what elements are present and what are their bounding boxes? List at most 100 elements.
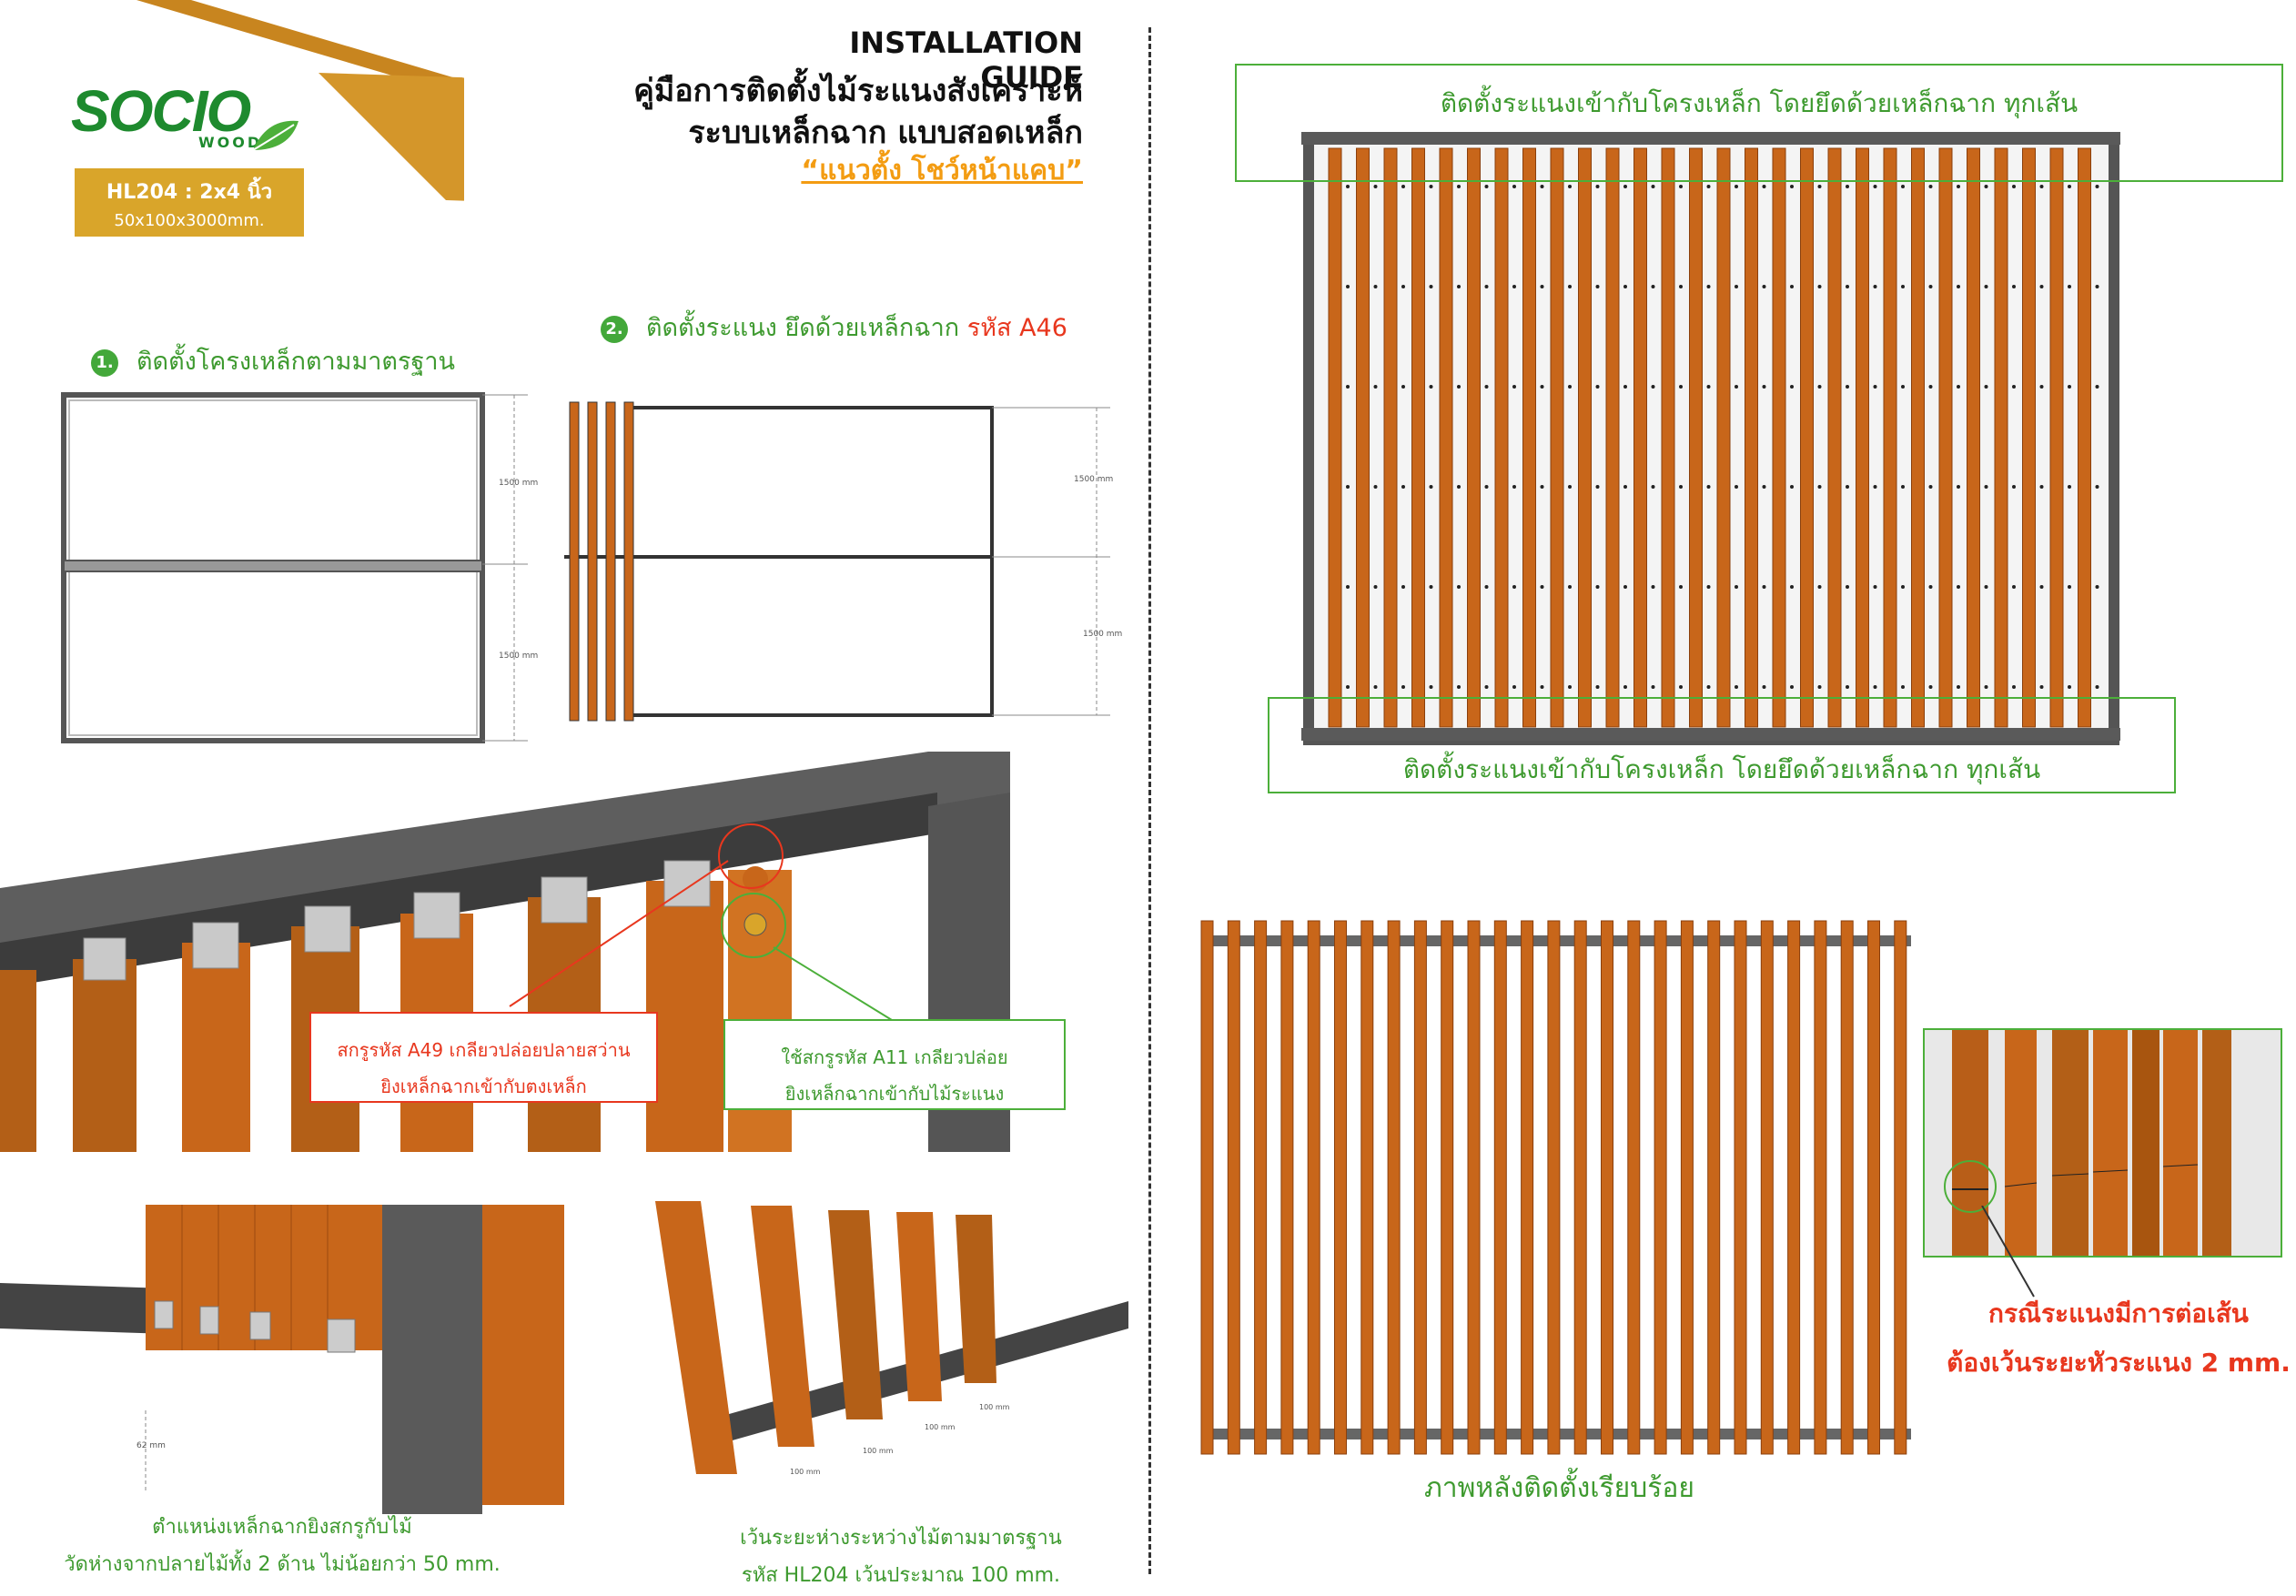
product-code: HL204 : 2x4 นิ้ว [106,181,273,204]
dim-label-4: 1500 mm [1083,630,1123,639]
step-1-text: ติดตั้งโครงเหล็กตามมาตรฐาน [137,348,455,376]
slat-1 [1328,147,1342,728]
caption-spacing: เว้นระยะห่างระหว่างไม้ตามมาตรฐาน รหัส HL… [719,1521,1083,1591]
bottom-note-text: ติดตั้งระแนงเข้ากับโครงเหล็ก โดยยึดด้วยเ… [1402,754,2041,784]
finished-slat-2 [1227,920,1240,1455]
finished-slat-12 [1493,920,1507,1455]
spacing-view [655,1201,1128,1474]
finished-slat-9 [1413,920,1427,1455]
bottom-note-box: ติดตั้งระแนงเข้ากับโครงเหล็ก โดยยึดด้วยเ… [1268,697,2176,793]
red-callout-line1: สกรูรหัส A49 เกลียวปล่อยปลายสว่าน [337,1039,631,1061]
finished-slat-25 [1840,920,1854,1455]
frame-diagram-1 [61,392,528,743]
dim-label-3: 1500 mm [1074,475,1114,484]
slat-13 [1661,147,1675,728]
screw-a49-callout: สกรูรหัส A49 เกลียวปล่อยปลายสว่าน ยิงเหล… [309,1012,658,1103]
dim-label-2: 1500 mm [499,652,539,661]
logo-brand: SOCIO [71,78,251,144]
joint-detail-box [1923,1028,2282,1258]
finished-slat-13 [1521,920,1534,1455]
dim-62mm: 62 mm [137,1441,166,1450]
slat-11 [1605,147,1620,728]
logo-sub: WOOD [198,134,263,151]
joint-detail-image [1944,1030,2231,1256]
finished-slat-19 [1680,920,1694,1455]
joint-note-line2: ต้องเว้นระยะหัวระแนง 2 mm. [1947,1348,2291,1378]
finished-slat-22 [1760,920,1774,1455]
green-callout-line1: ใช้สกรูรหัส A11 เกลียวปล่อย [781,1046,1008,1068]
slat-18 [1800,147,1814,728]
slat-21 [1883,147,1897,728]
title-en: INSTALLATION GUIDE [849,25,1083,95]
logo: SOCIO WOOD [71,77,308,159]
finished-slat-15 [1573,920,1587,1455]
slat-7 [1494,147,1509,728]
finished-slat-23 [1787,920,1801,1455]
finished-slat-5 [1307,920,1320,1455]
installed-frame-view [1301,132,2120,745]
caption-bl-line2: วัดห่างจากปลายไม้ทั้ง 2 ด้าน ไม่น้อยกว่า… [64,1553,501,1576]
dim-label-1: 1500 mm [499,479,539,488]
slat-28 [2078,147,2091,728]
product-badge: HL204 : 2x4 นิ้ว 50x100x3000mm. [75,168,304,237]
finished-slat-18 [1654,920,1667,1455]
step-2: 2.ติดตั้งระแนง ยึดด้วยเหล็กฉาก รหัส A46 [601,308,1067,347]
title-th-line2: ระบบเหล็กฉาก แบบสอดเหล็ก [688,115,1083,151]
step-2-number: 2. [601,315,628,343]
spacing-dim-3: 100 mm [925,1423,956,1431]
finished-slat-14 [1547,920,1561,1455]
finished-slat-20 [1707,920,1721,1455]
finished-slat-17 [1627,920,1641,1455]
caption-bm-line1: เว้นระยะห่างระหว่างไม้ตามมาตรฐาน [740,1527,1062,1550]
spacing-dim-2: 100 mm [863,1447,894,1455]
slat-22 [1911,147,1925,728]
slat-4 [1411,147,1425,728]
slat-10 [1578,147,1592,728]
product-size: 50x100x3000mm. [114,211,265,230]
slat-8 [1522,147,1536,728]
screw-a11-callout: ใช้สกรูรหัส A11 เกลียวปล่อย ยิงเหล็กฉากเ… [723,1019,1066,1110]
product-image [137,0,464,201]
finished-slat-26 [1867,920,1880,1455]
finished-slat-21 [1734,920,1747,1455]
slat-26 [2022,147,2036,728]
slat-5 [1439,147,1453,728]
caption-bl-line1: ตำแหน่งเหล็กฉากยิงสกรูกับไม้ [152,1516,412,1539]
finished-slat-1 [1200,920,1214,1455]
spacing-dim-1: 100 mm [790,1468,821,1476]
finished-slat-7 [1360,920,1374,1455]
slat-24 [1967,147,1980,728]
spacing-dim-4: 100 mm [979,1403,1010,1411]
joint-note-line1: กรณีระแนงมีการต่อเส้น [1988,1298,2249,1328]
green-callout-line2: ยิงเหล็กฉากเข้ากับไม้ระแนง [784,1083,1005,1105]
slat-2 [1356,147,1370,728]
finished-caption: ภาพหลังติดตั้งเรียบร้อย [1424,1472,1694,1504]
top-note-text: ติดตั้งระแนงเข้ากับโครงเหล็ก โดยยึดด้วยเ… [1440,88,2079,118]
finished-slat-6 [1334,920,1347,1455]
slat-25 [1994,147,2008,728]
finished-slat-8 [1387,920,1401,1455]
bracket-position-view [0,1205,564,1514]
slat-12 [1633,147,1647,728]
red-callout-line2: ยิงเหล็กฉากเข้ากับตงเหล็ก [380,1076,587,1097]
slat-6 [1467,147,1481,728]
slat-14 [1689,147,1703,728]
slat-27 [2049,147,2064,728]
joint-leader-line [1981,1206,2035,1298]
step-1: 1. ติดตั้งโครงเหล็กตามมาตรฐาน [91,341,455,380]
step-1-number: 1. [91,348,118,377]
caption-bracket-position: ตำแหน่งเหล็กฉากยิงสกรูกับไม้ วัดห่างจากป… [55,1510,510,1580]
slat-19 [1827,147,1842,728]
page-divider [1148,27,1151,1574]
finished-slat-27 [1894,920,1907,1455]
finished-slat-3 [1254,920,1268,1455]
finished-view [1200,920,1911,1455]
top-note-box: ติดตั้งระแนงเข้ากับโครงเหล็ก โดยยึดด้วยเ… [1235,64,2283,182]
title-th-line1: คู่มือการติดตั้งไม้ระแนงสังเคราะห์ [633,73,1083,109]
finished-slat-10 [1441,920,1454,1455]
slat-23 [1938,147,1953,728]
slat-15 [1716,147,1731,728]
slat-17 [1772,147,1786,728]
finished-slat-11 [1467,920,1481,1455]
caption-bm-line2: รหัส HL204 เว้นประมาณ 100 mm. [741,1564,1061,1587]
